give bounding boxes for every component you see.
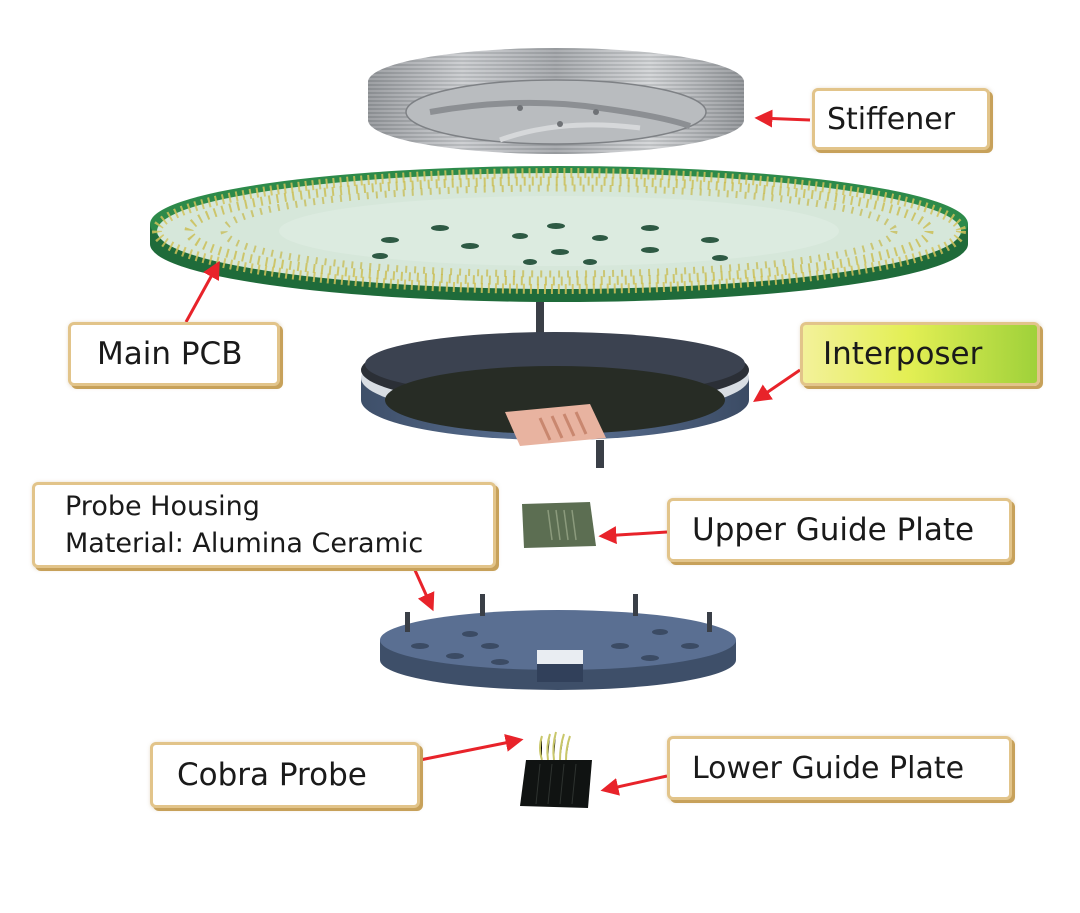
arrow-probe-housing [412,567,435,612]
upper-guide-plate-part [522,502,596,548]
interposer-label: Interposer [800,322,1040,386]
lower-guide-plate-part [520,760,592,808]
arrow-main-pcb [184,260,220,323]
callout-arrows [184,109,811,796]
cobra-probe-part [539,731,571,761]
arrow-stiffener [754,109,811,128]
lower-guide-plate-label-text: Lower Guide Plate [692,750,965,786]
main-pcb-label: Main PCB [68,322,280,386]
arrow-lower-guide-plate [600,774,668,796]
arrow-cobra-probe [419,733,524,762]
main-pcb-part [150,166,968,302]
cobra-probe-label-text: Cobra Probe [177,757,367,793]
arrow-interposer [753,368,801,403]
probe-housing-material: Material: Alumina Ceramic [65,528,424,559]
stiffener-label-text: Stiffener [827,101,956,137]
stiffener-label: Stiffener [812,88,990,150]
upper-guide-plate-label-text: Upper Guide Plate [692,512,975,548]
main-pcb-label-text: Main PCB [97,336,243,372]
arrow-upper-guide-plate [598,526,668,545]
interposer-part [361,302,749,468]
probe-housing-title: Probe Housing [65,491,260,522]
upper-guide-plate-label: Upper Guide Plate [667,498,1012,562]
probe-housing-part [380,594,736,690]
interposer-label-text: Interposer [823,336,983,372]
probe-housing-label: Probe Housing Material: Alumina Ceramic [32,482,496,568]
cobra-probe-label: Cobra Probe [150,742,420,808]
lower-guide-plate-label: Lower Guide Plate [667,736,1012,800]
stiffener-part [368,48,744,154]
